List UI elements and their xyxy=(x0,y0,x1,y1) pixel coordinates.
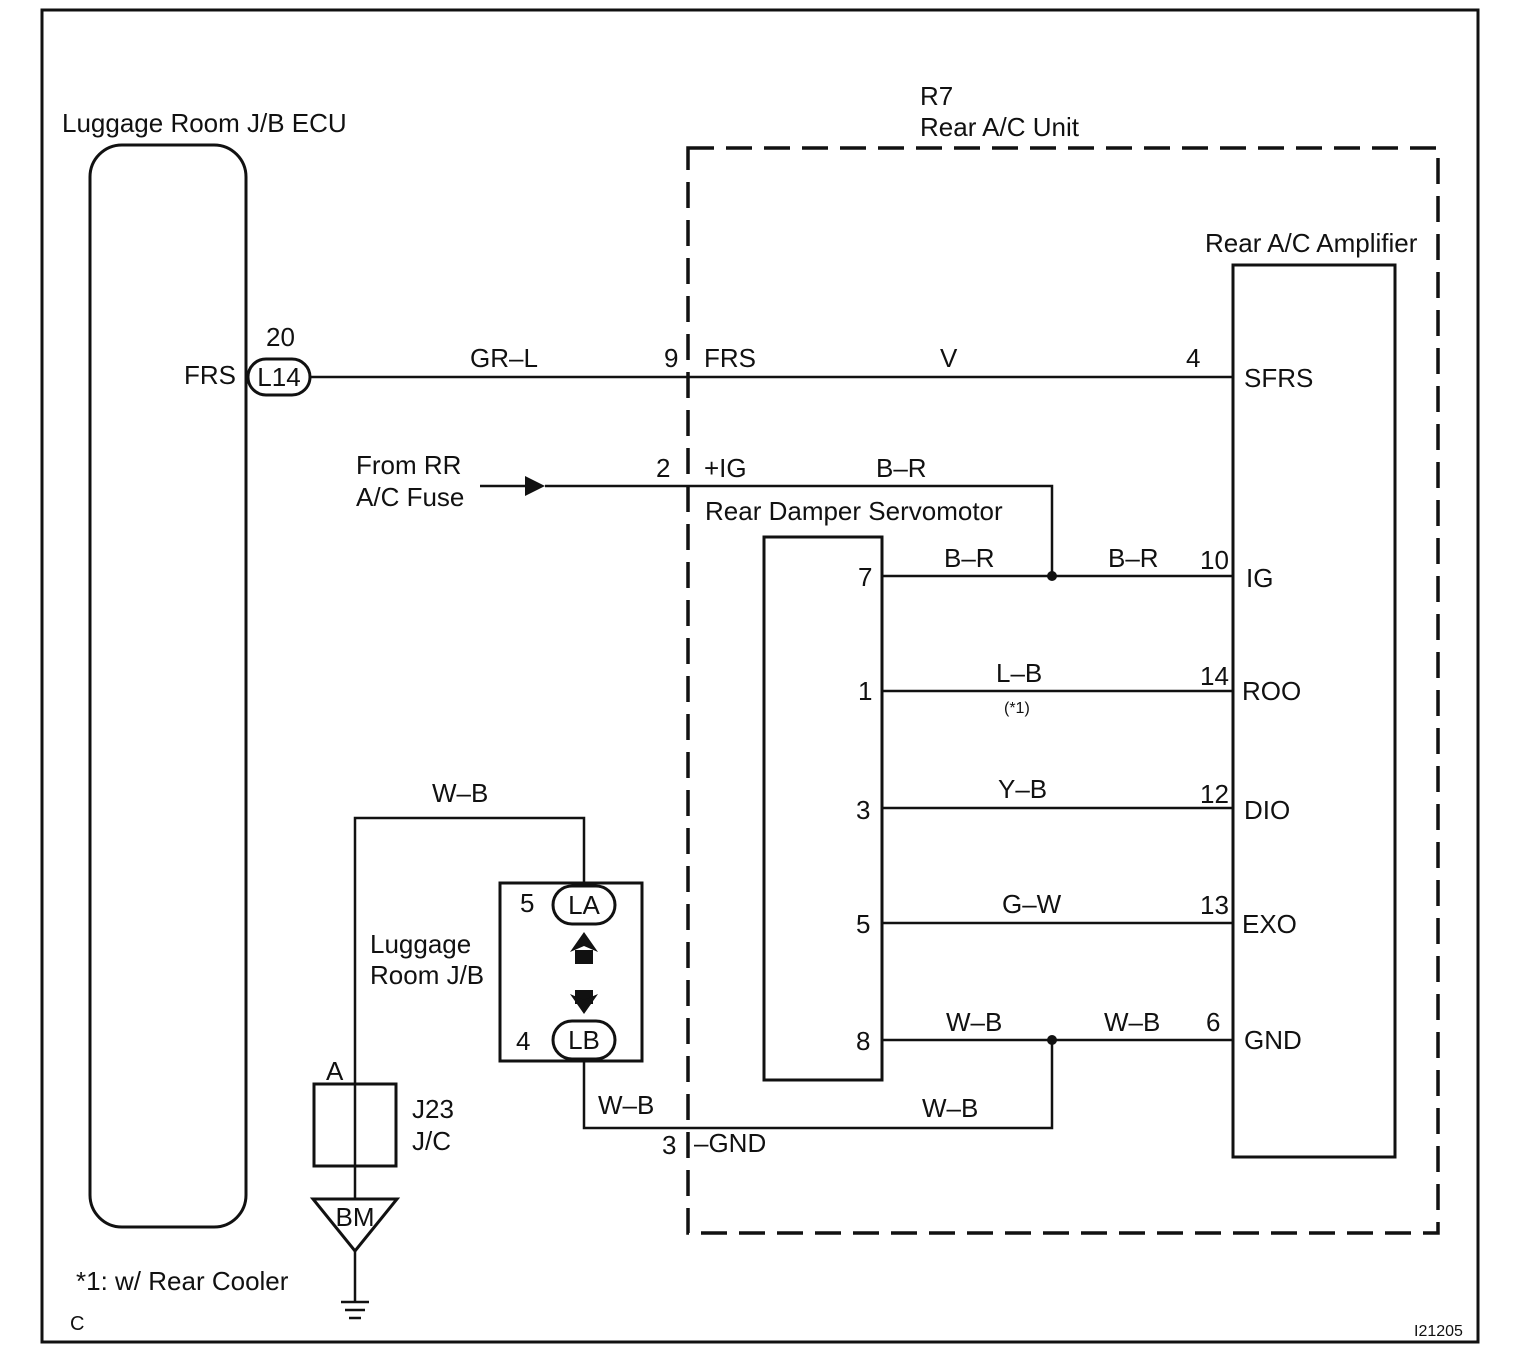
ecu-pin-20: 20 xyxy=(266,322,295,352)
unit-pin-3: 3 xyxy=(662,1130,676,1160)
connector-l14-label: L14 xyxy=(257,362,300,392)
ecu-terminal-frs: FRS xyxy=(184,360,236,390)
amp-terminal-dio: DIO xyxy=(1244,795,1290,825)
wire-gnd-amp-color: W–B xyxy=(1104,1007,1160,1037)
junction-dot-ig xyxy=(1047,571,1057,581)
diagram-frame xyxy=(40,8,1480,1344)
servomotor-title: Rear Damper Servomotor xyxy=(705,496,1003,526)
amp-terminal-sfrs: SFRS xyxy=(1244,363,1313,393)
wire-ig-servo-color: B–R xyxy=(944,543,995,573)
servo-pin-8: 8 xyxy=(856,1026,870,1056)
jb-pin-4: 4 xyxy=(516,1026,530,1056)
jb-title-line2: Room J/B xyxy=(370,960,484,990)
wire-ig-amp-color: B–R xyxy=(1108,543,1159,573)
ground-symbol-icon xyxy=(341,1300,369,1320)
amp-pin-10: 10 xyxy=(1200,545,1229,575)
wire-jb-top xyxy=(353,816,586,1198)
amp-terminal-exo: EXO xyxy=(1242,909,1297,939)
servomotor-box xyxy=(762,535,884,1082)
jc-title-line1: J23 xyxy=(412,1094,454,1124)
jb-pin-5: 5 xyxy=(520,888,534,918)
fuse-source-line1: From RR xyxy=(356,450,461,480)
jb-title-line1: Luggage xyxy=(370,929,471,959)
servo-pin-5: 5 xyxy=(856,909,870,939)
footnote: *1: w/ Rear Cooler xyxy=(76,1266,289,1296)
connector-lb xyxy=(551,1019,617,1061)
ecu-box xyxy=(88,143,248,1229)
amp-pin-13: 13 xyxy=(1200,890,1229,920)
wire-dio-color: Y–B xyxy=(998,774,1047,804)
wire-roo-note: (*1) xyxy=(1004,700,1030,717)
wire-roo-color: L–B xyxy=(996,658,1042,688)
amplifier-box xyxy=(1231,263,1397,1159)
amplifier-title: Rear A/C Amplifier xyxy=(1205,228,1418,258)
jc-pin-a: A xyxy=(326,1056,344,1086)
amp-terminal-gnd: GND xyxy=(1244,1025,1302,1055)
arrow-right-icon xyxy=(525,476,545,496)
unit-pin-9: 9 xyxy=(664,343,678,373)
wire-gnd-return-color: W–B xyxy=(922,1093,978,1123)
unit-pin-ig-label: +IG xyxy=(704,453,747,483)
wire-exo-color: G–W xyxy=(1002,889,1062,919)
wire-ig-in-color: B–R xyxy=(876,453,927,483)
figure-id: I21205 xyxy=(1414,1323,1463,1340)
servo-pin-3: 3 xyxy=(856,795,870,825)
connector-la-label: LA xyxy=(568,890,600,920)
rear-unit-title: Rear A/C Unit xyxy=(920,112,1080,142)
unit-pin-2: 2 xyxy=(656,453,670,483)
jc-title-line2: J/C xyxy=(412,1126,451,1156)
servo-pin-7: 7 xyxy=(858,562,872,592)
ground-point-bm xyxy=(309,1197,401,1254)
wire-gnd-servo-color: W–B xyxy=(946,1007,1002,1037)
amp-pin-14: 14 xyxy=(1200,661,1229,691)
connector-lb-label: LB xyxy=(568,1025,600,1055)
wire-jb-top-color: W–B xyxy=(432,778,488,808)
amp-pin-12: 12 xyxy=(1200,779,1229,809)
ground-point-label: BM xyxy=(336,1202,375,1232)
servo-pin-1: 1 xyxy=(858,676,872,706)
corner-label: C xyxy=(70,1313,84,1335)
amp-terminal-roo: ROO xyxy=(1242,676,1301,706)
ecu-title: Luggage Room J/B ECU xyxy=(62,108,347,138)
fuse-source-line2: A/C Fuse xyxy=(356,482,464,512)
rear-unit-code: R7 xyxy=(920,81,953,111)
unit-pin-frs-label: FRS xyxy=(704,343,756,373)
unit-pin-gnd-label: –GND xyxy=(694,1128,766,1158)
wire-gnd-return xyxy=(582,1040,1054,1130)
rear-unit-boundary xyxy=(686,146,1440,1235)
wire-ig-in xyxy=(545,484,1054,576)
wire-jb-out-color: W–B xyxy=(598,1090,654,1120)
amp-terminal-ig: IG xyxy=(1246,563,1273,593)
double-arrow-icon xyxy=(570,932,598,1014)
wire-frs-inner-color: V xyxy=(940,343,958,373)
amp-pin-6: 6 xyxy=(1206,1007,1220,1037)
wire-frs-outer-color: GR–L xyxy=(470,343,538,373)
amp-pin-4: 4 xyxy=(1186,343,1200,373)
